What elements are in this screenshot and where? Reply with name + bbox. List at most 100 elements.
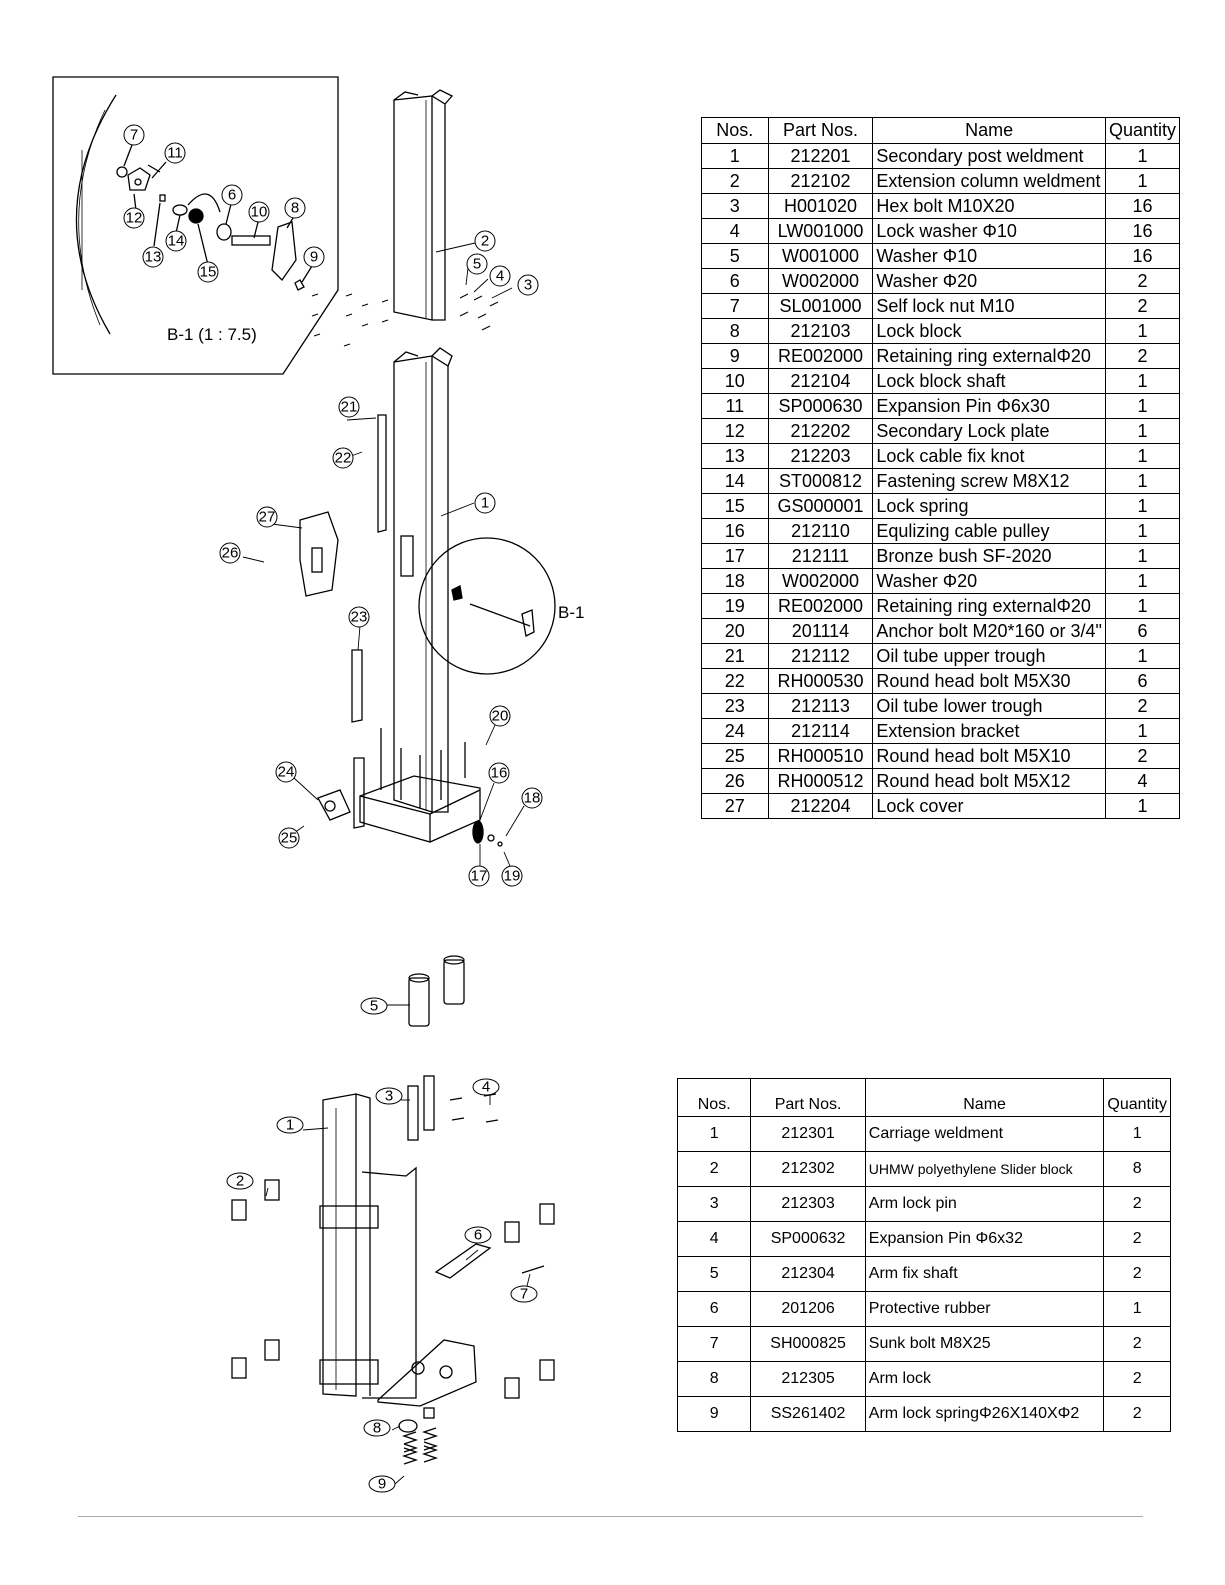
cell-name: Carriage weldment [864,1116,1105,1152]
footer-rule [78,1516,1143,1517]
cell-nos: 1 [676,1116,752,1152]
cell-nos: 9 [701,343,769,369]
lower-callout-6: 6 [464,1226,492,1244]
cell-part-no: 212302 [750,1151,866,1187]
cell-part-no: RH000512 [767,768,874,794]
cell-nos: 17 [701,543,769,569]
cell-part-no: 212111 [767,543,874,569]
cell-nos: 27 [701,793,769,819]
cell-part-no: 212102 [767,168,874,194]
cell-quantity: 16 [1104,243,1181,269]
cell-nos: 12 [701,418,769,444]
cell-name: Protective rubber [864,1291,1105,1327]
cell-quantity: 1 [1103,1291,1171,1327]
svg-text:10: 10 [251,204,268,221]
col-name: Name [864,1078,1105,1117]
cell-part-no: RH000530 [767,668,874,694]
cell-quantity: 1 [1104,468,1181,494]
svg-text:3: 3 [385,1088,393,1105]
cell-quantity: 2 [1104,743,1181,769]
cell-part-no: 212112 [767,643,874,669]
cell-name: Secondary Lock plate [872,418,1106,444]
cell-quantity: 1 [1104,393,1181,419]
svg-text:13: 13 [145,249,162,266]
detail-scale-label: B-1 (1 : 7.5) [167,325,257,344]
col-name: Name [872,117,1106,144]
callout-6: 6 [221,184,243,206]
callout-24: 24 [275,761,297,783]
cell-name: Oil tube upper trough [872,643,1106,669]
col-quantity: Quantity [1103,1078,1171,1117]
svg-text:9: 9 [378,1476,386,1493]
cell-name: Lock block [872,318,1106,344]
cell-quantity: 6 [1104,618,1181,644]
cell-nos: 11 [701,393,769,419]
cell-nos: 10 [701,368,769,394]
cell-part-no: 212305 [750,1361,866,1397]
cell-part-no: SS261402 [750,1396,866,1432]
detail-b1-panel [52,76,339,375]
callout-18: 18 [521,787,543,809]
table-header-row: Nos. Part Nos. Name Quantity [676,1078,1171,1117]
secondary-post [359,347,481,843]
cell-name: Secondary post weldment [872,143,1106,169]
callout-12: 12 [123,207,145,229]
svg-text:16: 16 [491,765,508,782]
cell-quantity: 1 [1104,568,1181,594]
svg-text:8: 8 [373,1420,381,1437]
cell-nos: 26 [701,768,769,794]
cell-part-no: 201114 [767,618,874,644]
callout-25: 25 [278,827,300,849]
col-quantity: Quantity [1104,117,1181,144]
cell-name: Equlizing cable pulley [872,518,1106,544]
callout-1: 1 [474,492,496,514]
svg-text:23: 23 [351,609,368,626]
lower-callout-7: 7 [510,1285,538,1303]
callout-10: 10 [248,201,270,223]
callout-23: 23 [348,606,370,628]
cell-nos: 15 [701,493,769,519]
svg-text:18: 18 [524,790,541,807]
callout-8: 8 [284,197,306,219]
svg-text:1: 1 [481,495,489,512]
cell-nos: 25 [701,743,769,769]
cell-nos: 5 [701,243,769,269]
cell-part-no: SP000632 [750,1221,866,1257]
lower-callout-4: 4 [472,1078,500,1096]
cell-quantity: 6 [1104,668,1181,694]
cell-part-no: RE002000 [767,593,874,619]
cell-name: Hex bolt M10X20 [872,193,1106,219]
cell-name: Washer Φ20 [872,568,1106,594]
cell-quantity: 1 [1104,368,1181,394]
svg-text:3: 3 [524,277,532,294]
callout-14: 14 [165,230,187,252]
cell-name: Retaining ring externalΦ20 [872,593,1106,619]
cell-name: Lock block shaft [872,368,1106,394]
lower-callout-1: 1 [276,1116,304,1134]
cell-name: Arm lock pin [864,1186,1105,1222]
lower-callouts: 1 2 3 4 5 6 7 8 9 [226,997,538,1493]
callout-17: 17 [468,865,490,887]
svg-text:2: 2 [236,1173,244,1190]
col-nos: Nos. [701,117,769,144]
cell-quantity: 1 [1104,143,1181,169]
cell-quantity: 2 [1104,268,1181,294]
callout-15: 15 [197,261,219,283]
cell-part-no: SH000825 [750,1326,866,1362]
cell-quantity: 1 [1104,493,1181,519]
cell-name: Extension column weldment [872,168,1106,194]
leader-lines-lower [265,1004,531,1485]
callout-3: 3 [517,274,539,296]
